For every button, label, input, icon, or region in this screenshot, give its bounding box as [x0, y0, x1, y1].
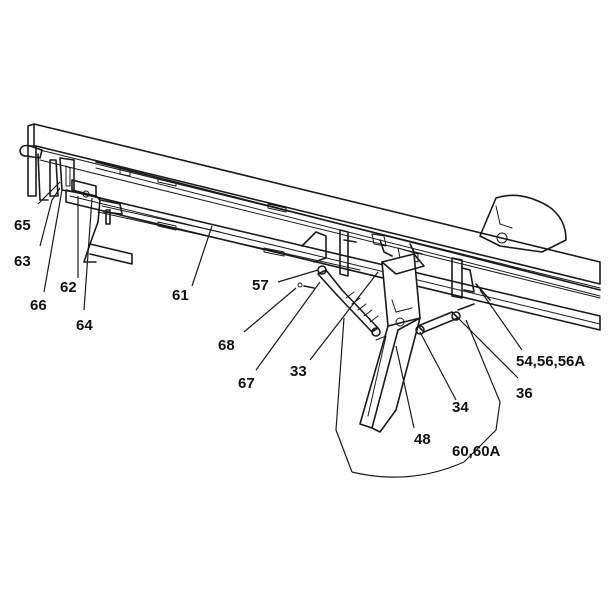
callout-labels: 65 63 66 62 64 61 57 68 67 33 48 34 36 5…: [14, 217, 585, 460]
callout-61: 61: [172, 287, 189, 304]
callout-64: 64: [76, 317, 93, 334]
vertical-post: [359, 253, 425, 433]
right-tire: [479, 194, 567, 253]
callout-34: 34: [452, 399, 469, 416]
callout-63: 63: [14, 253, 31, 270]
center-brackets: [301, 229, 491, 301]
callout-57: 57: [252, 277, 269, 294]
upper-rail: [27, 123, 601, 299]
callout-33: 33: [290, 363, 307, 380]
spring-assembly: [297, 265, 381, 337]
callout-48: 48: [414, 431, 431, 448]
left-end-bracket: [19, 144, 133, 265]
link-rod: [415, 303, 475, 335]
callout-54-56-56a: 54,56,56A: [516, 353, 585, 370]
callout-68: 68: [218, 337, 235, 354]
callout-67: 67: [238, 375, 255, 392]
leader-lines: [37, 181, 523, 478]
callout-66: 66: [30, 297, 47, 314]
callout-62: 62: [60, 279, 77, 296]
callout-60-60a: 60,60A: [452, 443, 501, 460]
lower-rail: [65, 189, 601, 331]
callout-36: 36: [516, 385, 533, 402]
callout-65: 65: [14, 217, 31, 234]
